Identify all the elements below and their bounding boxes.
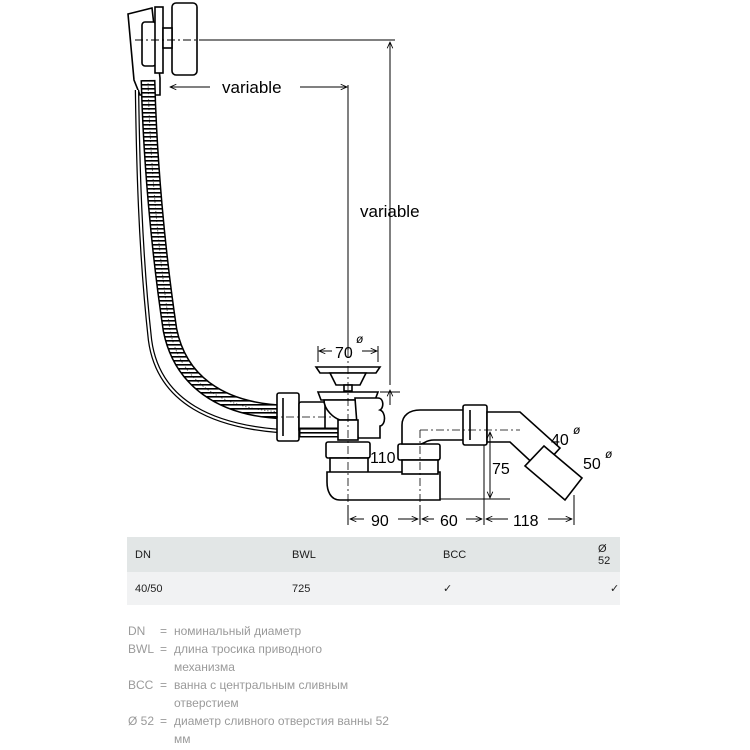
cell-bcc-check: ✓ <box>443 583 453 595</box>
legend-item-bwl: BWL = длина тросика приводного механизма <box>128 640 414 676</box>
waste-valve <box>314 350 441 520</box>
outlet-d1-label: 40 <box>551 432 569 449</box>
legend-item-dn: DN = номинальный диаметр <box>128 622 414 640</box>
header-diameter: Ø 52 <box>598 542 611 567</box>
legend-equals: = <box>160 624 168 638</box>
legend-equals: = <box>160 642 168 656</box>
legend-term: Ø 52 <box>128 714 155 728</box>
cell-diameter-check: ✓ <box>610 583 620 595</box>
diameter-symbol-3: ø <box>605 447 613 461</box>
diameter-symbol-2: ø <box>573 423 581 437</box>
overflow-head <box>127 2 210 96</box>
header-dn: DN <box>135 548 151 561</box>
diameter-symbol-1: ø <box>356 332 364 346</box>
table-row: 40/50 725 ✓ ✓ <box>127 572 620 605</box>
spacing-2-label: 60 <box>440 513 458 530</box>
header-bcc: BCC <box>443 548 467 561</box>
legend-item-bcc: BCC = ванна с центральным сливным отверс… <box>128 676 414 712</box>
legend-definition: номинальный диаметр <box>174 624 302 638</box>
outlet-d2-label: 50 <box>583 456 601 473</box>
technical-drawing: variable variable 70 ø 110 75 90 60 118 … <box>127 2 613 530</box>
dimension-lines <box>170 39 575 525</box>
legend-item-diameter: Ø 52 = диаметр сливного отверстия ванны … <box>128 712 414 748</box>
legend-equals: = <box>160 678 168 692</box>
spacing-1-label: 90 <box>371 513 389 530</box>
header-bwl: BWL <box>292 548 316 561</box>
legend-definition: ванна с центральным сливным отверстием <box>174 678 349 710</box>
legend-term: BWL <box>128 642 155 656</box>
height-label: 110 <box>370 450 396 467</box>
legend-definition: диаметр сливного отверстия ванны 52 мм <box>174 714 389 746</box>
spec-table: DN BWL BCC Ø 52 40/50 725 ✓ ✓ <box>127 537 620 605</box>
vertical-variable-label: variable <box>360 202 420 221</box>
spacing-3-label: 118 <box>513 513 539 530</box>
legend-definition: длина тросика приводного механизма <box>174 642 323 674</box>
abbreviation-legend: DN = номинальный диаметр BWL = длина тро… <box>128 622 414 748</box>
table-header-row: DN BWL BCC Ø 52 <box>127 537 620 572</box>
outlet-height-label: 75 <box>492 461 510 478</box>
outlet-pipe <box>401 404 584 520</box>
legend-term: DN <box>128 624 146 638</box>
overflow-hose <box>134 79 301 435</box>
drain-diameter-label: 70 <box>335 345 353 362</box>
legend-term: BCC <box>128 678 154 692</box>
cell-bwl: 725 <box>292 582 311 595</box>
horizontal-variable-label: variable <box>222 78 282 97</box>
legend-equals: = <box>160 714 168 728</box>
cell-dn: 40/50 <box>135 582 163 595</box>
